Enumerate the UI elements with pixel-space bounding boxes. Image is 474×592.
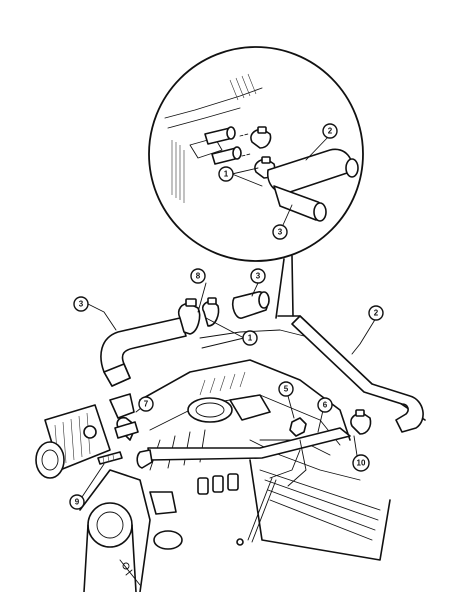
bolt-long bbox=[236, 477, 277, 546]
bolt-9 bbox=[97, 451, 123, 465]
inset-hoses bbox=[266, 148, 359, 222]
callout-3-left: 3 bbox=[73, 296, 89, 312]
callout-9: 9 bbox=[69, 494, 85, 510]
callout-6: 6 bbox=[317, 397, 333, 413]
callout-label: 3 bbox=[278, 228, 283, 237]
hose-short-3 bbox=[231, 291, 270, 319]
inset-leader-2 bbox=[305, 135, 330, 161]
callout-label: 6 bbox=[323, 401, 328, 410]
bracket-7 bbox=[109, 393, 139, 439]
nut-5 bbox=[289, 417, 307, 437]
callout-label: 10 bbox=[357, 459, 366, 468]
callout-label: 3 bbox=[79, 300, 84, 309]
callout-3-top: 3 bbox=[250, 268, 266, 284]
engine-body bbox=[35, 315, 426, 592]
callout-5: 5 bbox=[278, 381, 294, 397]
callout-label: 2 bbox=[328, 127, 333, 136]
detail-inset bbox=[148, 46, 364, 262]
callout-label: 7 bbox=[144, 400, 149, 409]
hose-left bbox=[100, 317, 187, 387]
alternator bbox=[35, 404, 111, 479]
callout-label: 8 bbox=[196, 272, 201, 281]
callout-1-main: 1 bbox=[242, 330, 258, 346]
inset-hose-clamps bbox=[250, 126, 276, 179]
inset-pointer-lines bbox=[275, 255, 294, 319]
callout-2-inset: 2 bbox=[322, 123, 338, 139]
callout-1-inset: 1 bbox=[218, 166, 234, 182]
leader-lines bbox=[81, 282, 377, 498]
callout-10: 10 bbox=[352, 454, 370, 472]
callout-label: 1 bbox=[224, 170, 229, 179]
inset-heater-core-nipples bbox=[204, 126, 251, 165]
inset-background-hatch bbox=[164, 73, 263, 203]
callout-7: 7 bbox=[138, 396, 154, 412]
hose-clamp-8 bbox=[201, 297, 220, 327]
callout-3-inset: 3 bbox=[272, 224, 288, 240]
hose-left-clamp bbox=[177, 298, 201, 335]
hose-right-clamp bbox=[350, 409, 372, 435]
callout-label: 1 bbox=[248, 334, 253, 343]
callout-2-right: 2 bbox=[368, 305, 384, 321]
inset-leader-1 bbox=[231, 167, 263, 187]
callout-label: 2 bbox=[374, 309, 379, 318]
callout-label: 9 bbox=[75, 498, 80, 507]
callout-label: 5 bbox=[284, 385, 289, 394]
callout-label: 3 bbox=[256, 272, 261, 281]
callout-8: 8 bbox=[190, 268, 206, 284]
hose-right bbox=[291, 315, 424, 433]
inset-leader-3 bbox=[282, 204, 293, 226]
